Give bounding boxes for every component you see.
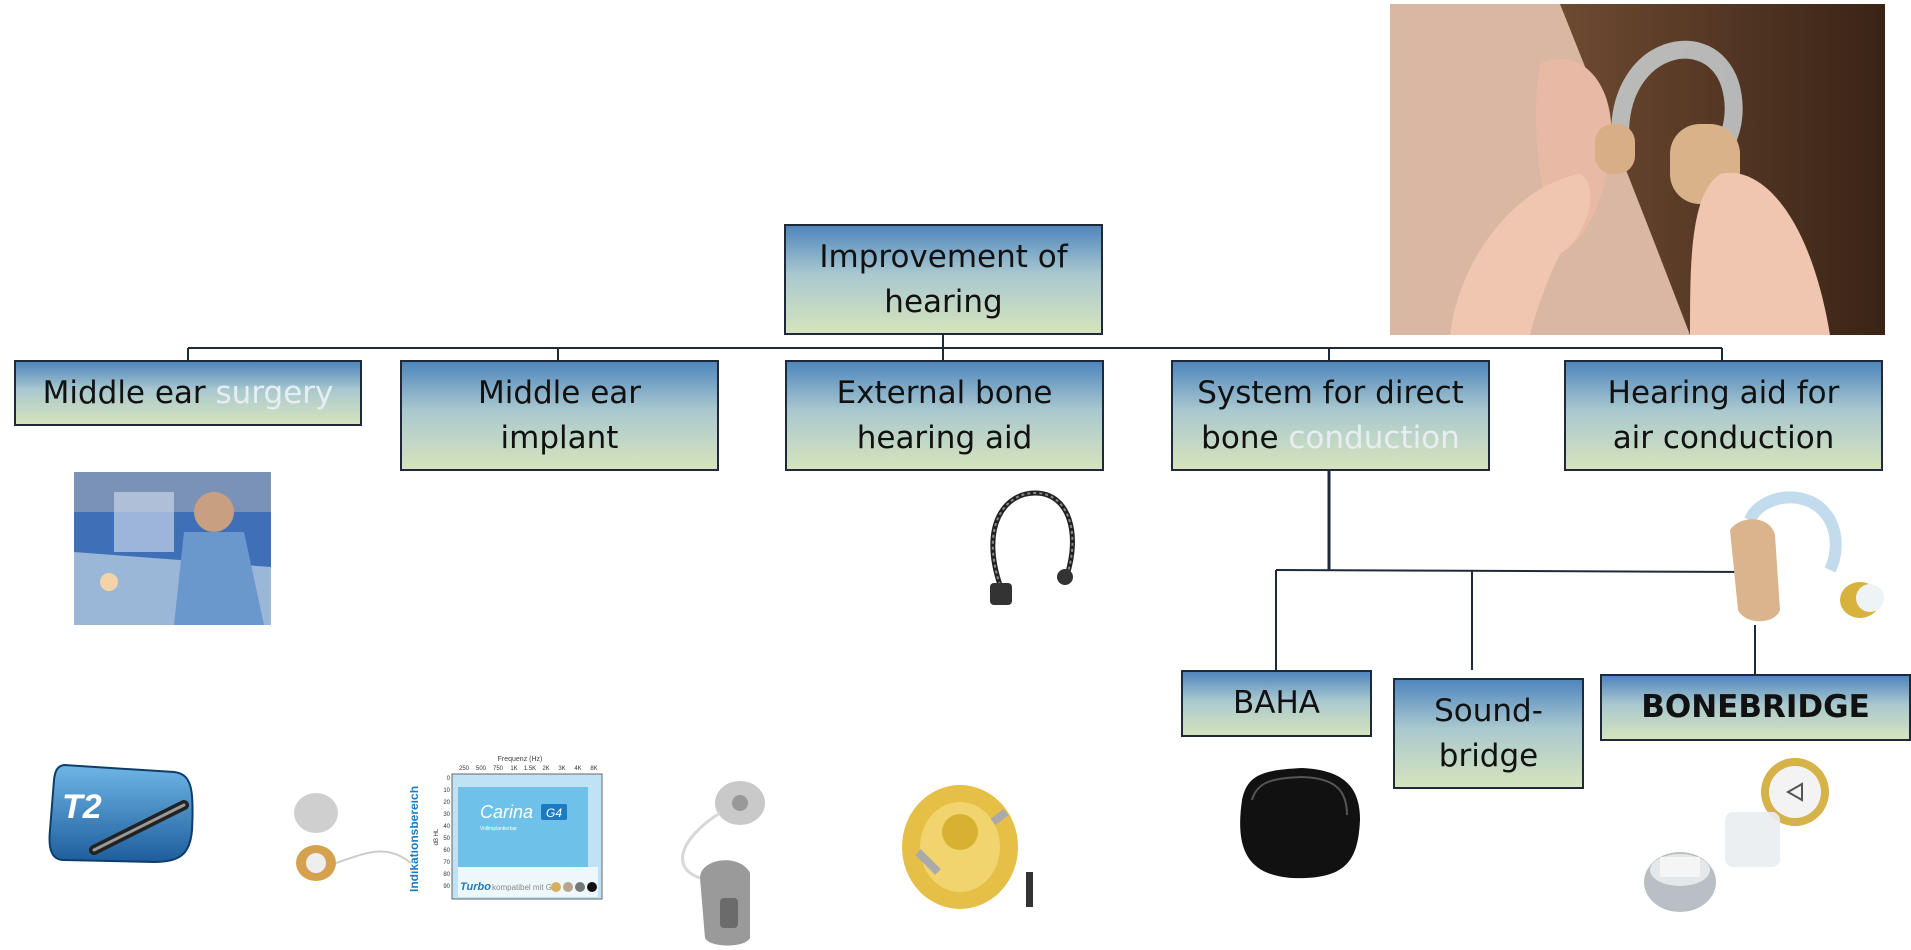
category-label: air conduction	[1612, 419, 1835, 456]
baha-processor-image	[1240, 768, 1360, 879]
freq-tick: 3K	[558, 766, 565, 772]
freq-tick: 500	[476, 766, 487, 772]
category-air-conduction-hearing-aid: Hearing aid for air conduction	[1564, 360, 1883, 471]
db-tick: 20	[443, 800, 450, 806]
subcategory-soundbridge: Sound-bridge	[1393, 678, 1584, 789]
category-middle-ear-surgery: Middle ear surgery	[14, 360, 362, 426]
root-box: Improvement of hearing	[784, 224, 1103, 335]
category-label: External bone	[836, 374, 1053, 411]
carina-footer: Turbo	[460, 881, 491, 893]
category-label: Hearing aid for	[1607, 374, 1840, 411]
ear-hearing-aid-photo	[1390, 4, 1885, 335]
headband-hearing-aid-image	[990, 490, 1075, 605]
carina-product-name: Carina	[480, 802, 533, 822]
category-middle-ear-implant: Middle ear implant	[400, 360, 719, 471]
freq-tick: 1K	[510, 766, 517, 772]
carina-device-image	[681, 781, 765, 946]
freq-tick: 750	[493, 766, 504, 772]
db-tick: 80	[443, 872, 450, 878]
subcategory-label: Sound-	[1434, 692, 1543, 729]
root-line2: hearing	[884, 283, 1003, 320]
category-label: Middle ear	[42, 374, 216, 411]
db-tick: 90	[443, 884, 450, 890]
bonebridge-implant-image	[1644, 758, 1829, 912]
db-tick: 0	[447, 776, 451, 782]
category-label: System for direct	[1197, 374, 1464, 411]
db-tick: 10	[443, 788, 450, 794]
freq-tick: 8K	[590, 766, 597, 772]
chart-top-label: Frequenz (Hz)	[498, 756, 543, 763]
t2-badge-text: T2	[62, 788, 102, 826]
category-direct-bone-conduction: System for direct bone conduction	[1171, 360, 1490, 471]
carina-footer-small: kompatibel mit G4	[492, 883, 557, 892]
vibrant-soundbridge-processor-image	[902, 785, 1033, 909]
subcategory-label: BONEBRIDGE	[1641, 689, 1870, 725]
subcategory-label: BAHA	[1233, 685, 1320, 721]
db-tick: 70	[443, 860, 450, 866]
category-label: Middle ear	[477, 374, 642, 411]
carina-subtitle: Vollimplantierbar	[480, 826, 517, 832]
freq-tick: 1.5K	[524, 766, 536, 772]
middle-ear-implant-device-image	[294, 793, 412, 881]
carina-chart-image: Indikationsbereich Frequenz (Hz) 250 500…	[407, 752, 607, 904]
db-tick: 40	[443, 824, 450, 830]
surgery-photo	[74, 472, 271, 625]
db-axis-label: dB HL	[434, 828, 440, 845]
category-label: implant	[500, 419, 619, 456]
category-label: hearing aid	[856, 419, 1033, 456]
subcategory-label: bridge	[1438, 737, 1539, 774]
category-label-muted: surgery	[215, 374, 334, 411]
freq-tick: 2K	[542, 766, 549, 772]
freq-tick: 250	[459, 766, 470, 772]
db-tick: 60	[443, 848, 450, 854]
category-external-bone-hearing-aid: External bone hearing aid	[785, 360, 1104, 471]
category-label-muted: conduction	[1288, 419, 1460, 456]
t2-logo-image: T2	[48, 763, 194, 864]
category-label: bone	[1201, 419, 1289, 456]
bte-hearing-aid-image	[1730, 491, 1884, 622]
freq-tick: 4K	[574, 766, 581, 772]
root-line1: Improvement of	[819, 238, 1068, 275]
db-tick: 50	[443, 836, 450, 842]
chart-side-label: Indikationsbereich	[410, 786, 421, 892]
subcategory-bonebridge: BONEBRIDGE	[1600, 674, 1911, 741]
subcategory-baha: BAHA	[1181, 670, 1372, 737]
carina-badge: G4	[546, 806, 562, 820]
db-tick: 30	[443, 812, 450, 818]
